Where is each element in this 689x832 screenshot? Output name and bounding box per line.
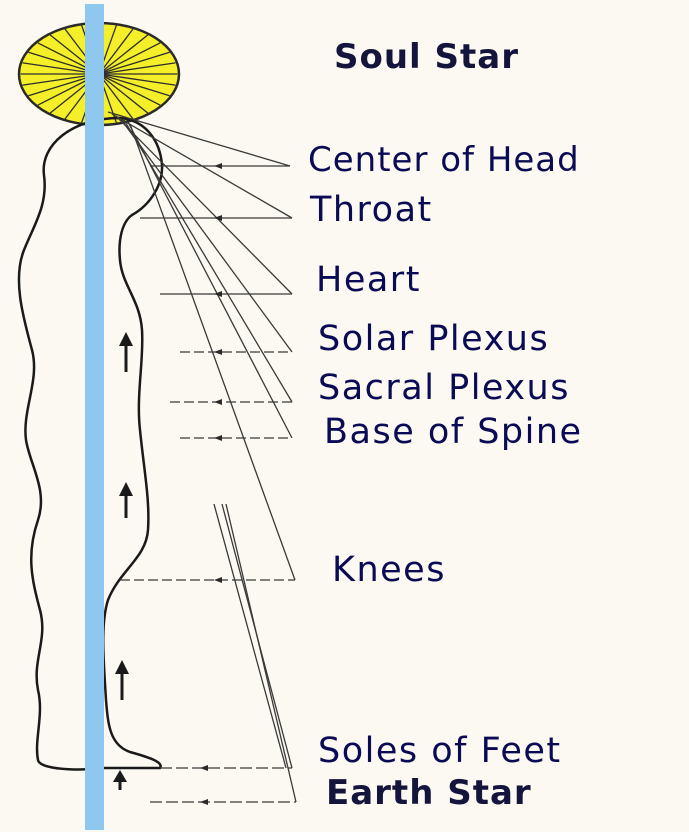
label-knees: Knees <box>332 553 446 588</box>
ray-lines <box>108 112 296 802</box>
label-base-of-spine: Base of Spine <box>324 415 583 450</box>
label-solar-plexus: Solar Plexus <box>318 322 549 357</box>
up-arrow-icon <box>115 660 129 700</box>
light-column <box>85 4 104 830</box>
label-earth-star: Earth Star <box>326 776 532 810</box>
level-arrowheads <box>200 163 222 805</box>
label-soul-star: Soul Star <box>334 40 519 74</box>
up-arrow-icon <box>119 332 133 372</box>
label-heart: Heart <box>316 263 421 298</box>
label-soles-of-feet: Soles of Feet <box>318 734 562 769</box>
label-throat: Throat <box>310 193 433 228</box>
label-center-of-head: Center of Head <box>308 143 580 177</box>
up-arrow-icon <box>119 482 133 518</box>
up-arrow-icon <box>113 770 127 790</box>
label-sacral-plexus: Sacral Plexus <box>318 371 570 406</box>
